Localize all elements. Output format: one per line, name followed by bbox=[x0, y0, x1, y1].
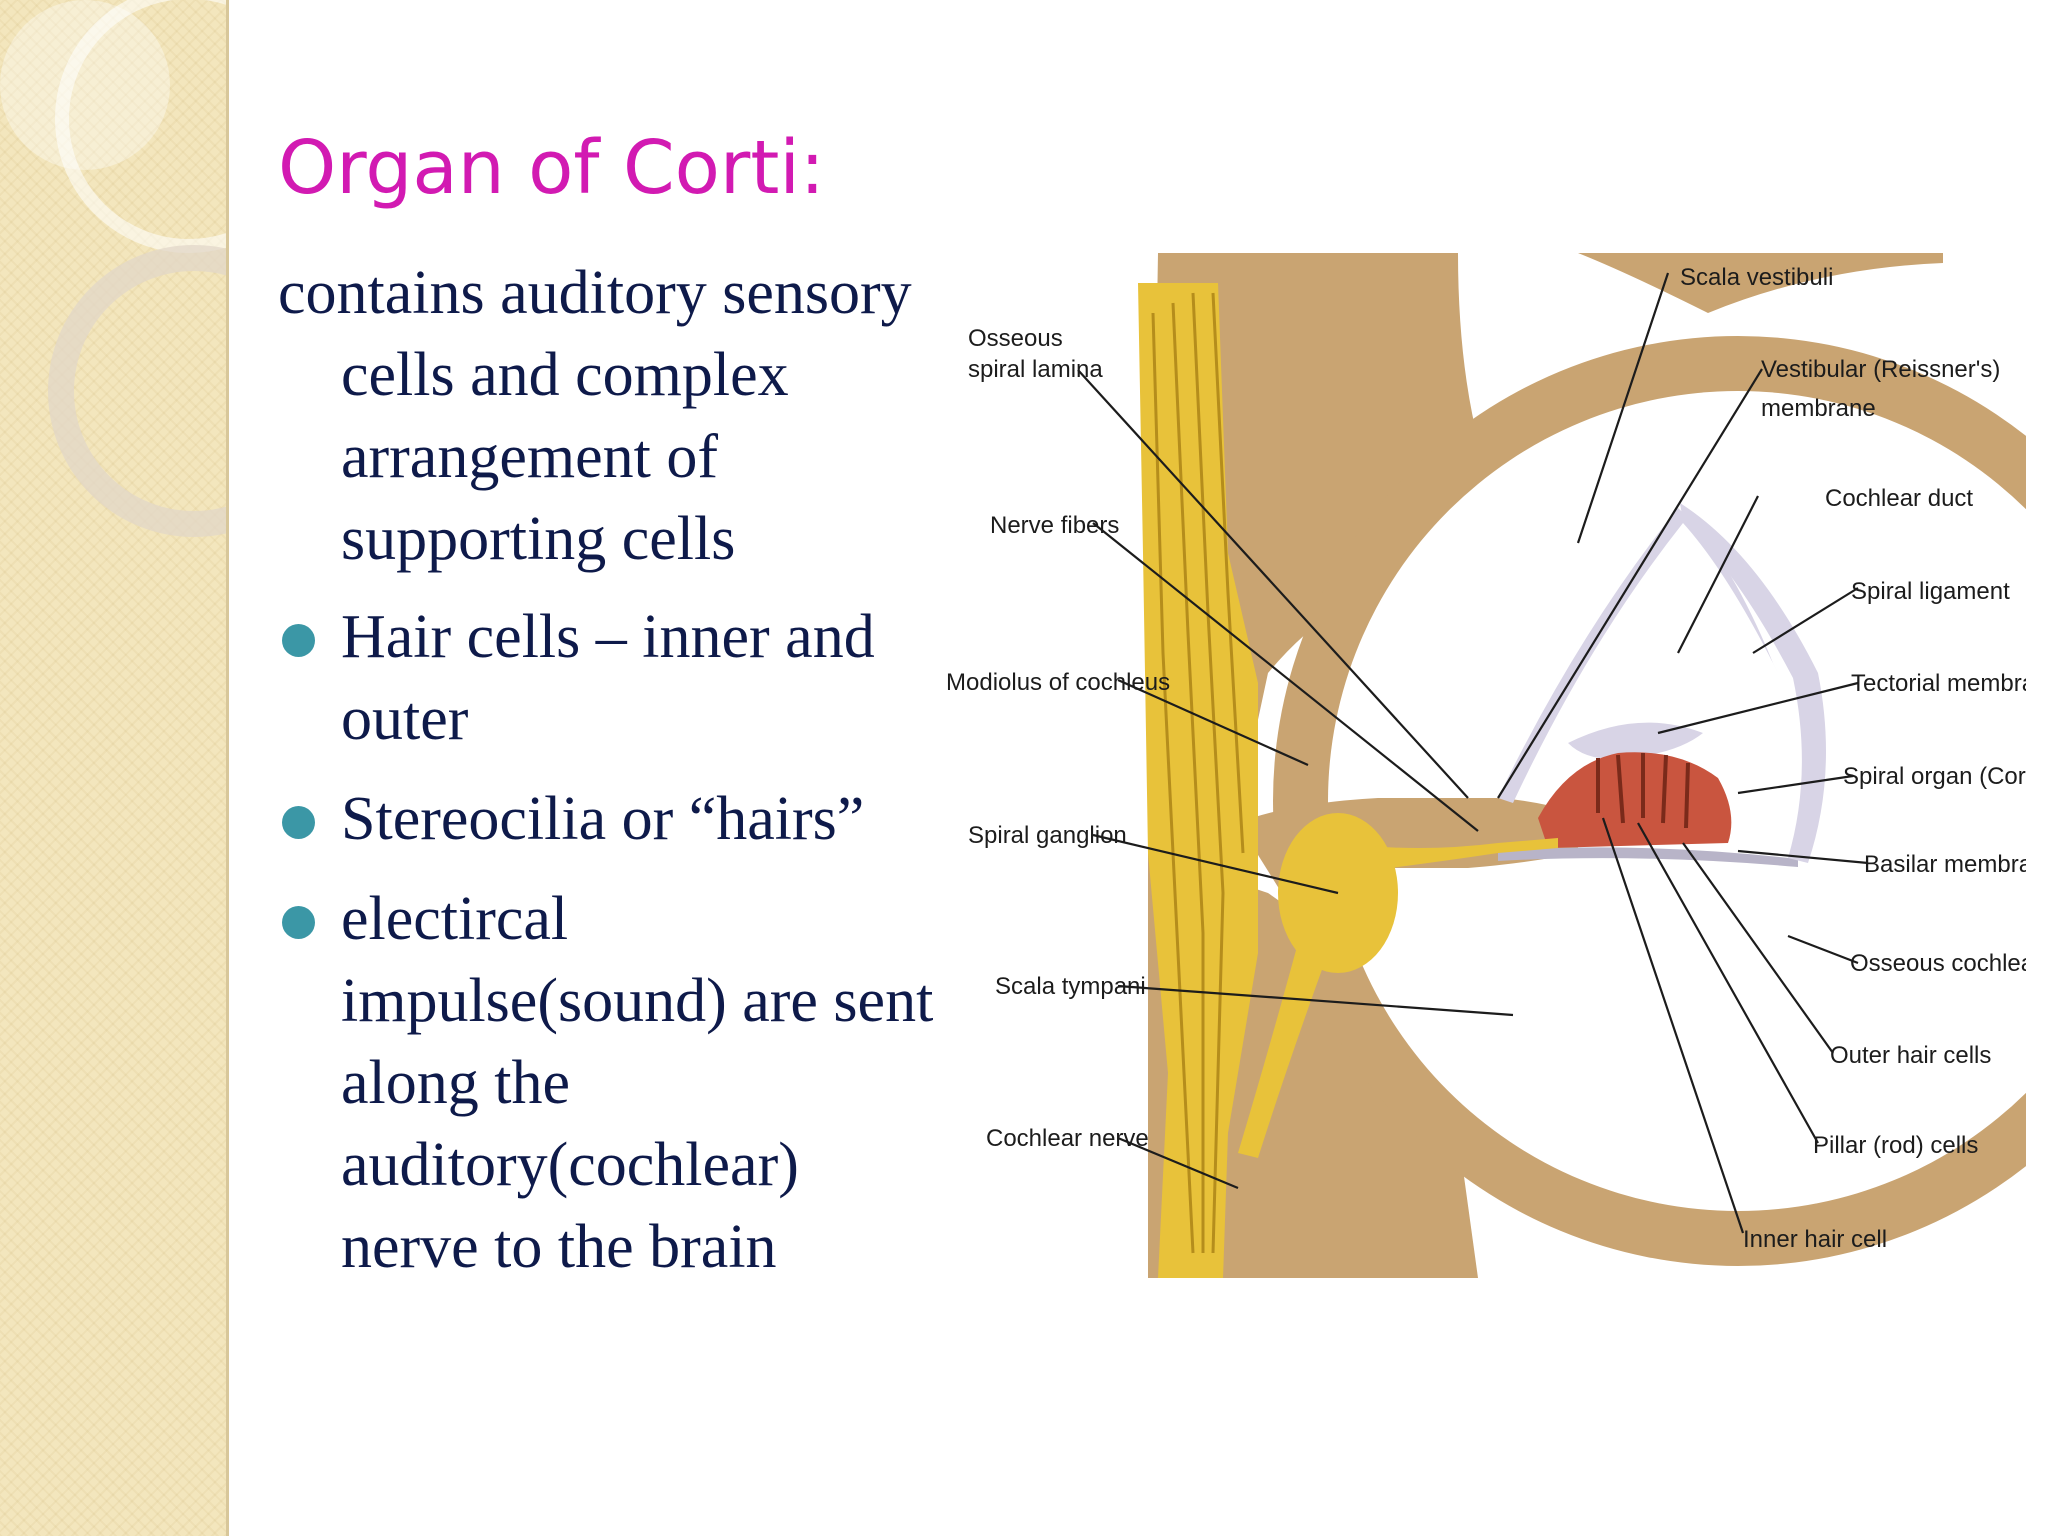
label-spiral-ligament: Spiral ligament bbox=[1851, 578, 2010, 605]
bullet-item: Hair cells – inner and outer bbox=[278, 596, 938, 760]
label-cochlear-nerve: Cochlear nerve bbox=[986, 1125, 1149, 1152]
cochlea-diagram: Scala vestibuli Osseous spiral lamina Ve… bbox=[938, 253, 2026, 1278]
decorative-side-band bbox=[0, 0, 226, 1536]
label-scala-tympani: Scala tympani bbox=[995, 973, 1146, 1000]
label-spiral-organ: Spiral organ (Corti) bbox=[1843, 763, 2026, 790]
label-osseous-cochlea: Osseous cochlea bbox=[1850, 950, 2026, 977]
tectorial-membrane-shape bbox=[1568, 722, 1703, 759]
bullet-dot-icon bbox=[282, 806, 315, 839]
organ-of-corti-shape bbox=[1538, 752, 1732, 848]
slide-title: Organ of Corti: bbox=[278, 125, 825, 211]
bullet-text: electircal impulse(sound) are sent along… bbox=[341, 885, 934, 1281]
side-band-edge bbox=[226, 0, 229, 1536]
label-outer-hair-cells: Outer hair cells bbox=[1830, 1042, 1991, 1069]
bullet-dot-icon bbox=[282, 906, 315, 939]
cochlear-nerve-bundle bbox=[1138, 283, 1258, 1278]
bullet-item: Stereocilia or “hairs” bbox=[278, 778, 938, 860]
label-spiral-ganglion: Spiral ganglion bbox=[968, 822, 1127, 849]
bullet-text: Stereocilia or “hairs” bbox=[341, 785, 865, 853]
label-osseous-spiral-lamina-2: spiral lamina bbox=[968, 356, 1103, 383]
cochlea-cross-section-svg: Scala vestibuli Osseous spiral lamina Ve… bbox=[946, 253, 2026, 1278]
nerve-fiber-tract bbox=[1338, 838, 1558, 873]
label-vestibular-membrane-1: Vestibular (Reissner's) bbox=[1761, 356, 2000, 383]
bullet-item: electircal impulse(sound) are sent along… bbox=[278, 878, 938, 1288]
label-osseous-spiral-lamina-1: Osseous bbox=[968, 325, 1063, 352]
reissners-membrane-shape bbox=[1498, 508, 1778, 803]
label-nerve-fibers: Nerve fibers bbox=[990, 512, 1119, 539]
spiral-ligament-shape bbox=[1680, 503, 1826, 863]
basilar-membrane-shape bbox=[1498, 847, 1798, 867]
label-inner-hair-cell: Inner hair cell bbox=[1743, 1226, 1887, 1253]
nerve-fiber-strands bbox=[1151, 292, 1245, 1254]
label-basilar-membrane: Basilar membrane bbox=[1864, 851, 2026, 878]
label-vestibular-membrane-2: membrane bbox=[1761, 395, 1876, 422]
slide-body: contains auditory sensory cells and comp… bbox=[278, 252, 938, 1306]
label-modiolus: Modiolus of cochleus bbox=[946, 669, 1170, 696]
label-pillar-cells: Pillar (rod) cells bbox=[1813, 1132, 1978, 1159]
label-cochlear-duct: Cochlear duct bbox=[1825, 485, 1973, 512]
decorative-ring-middle bbox=[48, 245, 226, 537]
ganglion-to-nerve-tract bbox=[1238, 943, 1328, 1158]
label-tectorial-membrane: Tectorial membrane bbox=[1851, 670, 2026, 697]
label-scala-vestibuli: Scala vestibuli bbox=[1680, 264, 1833, 291]
organ-of-corti-hair-detail bbox=[1596, 753, 1690, 829]
bone-top-right bbox=[1578, 253, 1943, 313]
intro-paragraph: contains auditory sensory cells and comp… bbox=[278, 259, 912, 573]
leader-lines bbox=[1077, 272, 1869, 1234]
bullet-text: Hair cells – inner and outer bbox=[341, 603, 875, 753]
bullet-dot-icon bbox=[282, 624, 315, 657]
decorative-ring-top bbox=[55, 0, 226, 253]
bullet-list: Hair cells – inner and outer Stereocilia… bbox=[278, 596, 938, 1288]
